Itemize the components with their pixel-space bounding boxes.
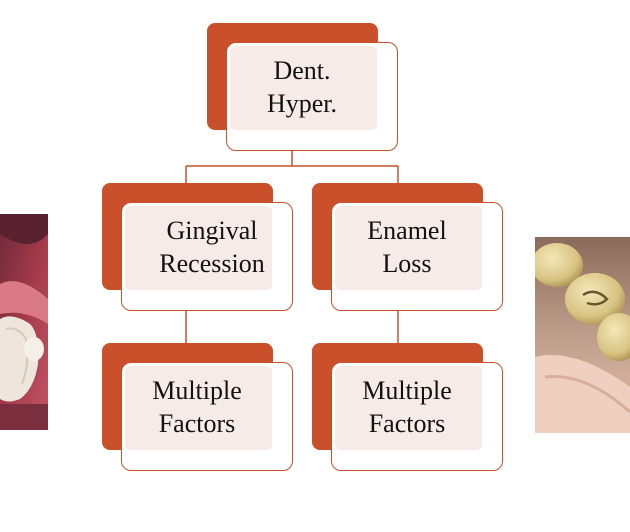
branch-1-line-2: Recession xyxy=(159,248,265,278)
child-1-line-1: Multiple xyxy=(152,375,242,405)
node-label: Multiple Factors xyxy=(122,363,272,450)
branch-2-line-2: Loss xyxy=(382,248,432,278)
root-line-1: Dent. xyxy=(273,55,331,85)
node-card: Gingival Recession xyxy=(121,202,293,311)
node-label: Dent. Hyper. xyxy=(227,43,377,130)
multiple-factors-node-left: Multiple Factors xyxy=(102,343,293,471)
child-2-line-2: Factors xyxy=(368,408,446,438)
multiple-factors-node-right: Multiple Factors xyxy=(312,343,503,471)
card-fill xyxy=(230,46,377,130)
child-1-line-2: Factors xyxy=(158,408,236,438)
node-label: Gingival Recession xyxy=(122,203,302,290)
root-line-2: Hyper. xyxy=(266,88,338,118)
node-card: Multiple Factors xyxy=(331,362,503,471)
card-fill xyxy=(125,206,272,290)
node-card: Multiple Factors xyxy=(121,362,293,471)
branch-1-line-1: Gingival xyxy=(166,215,258,245)
node-label: Enamel Loss xyxy=(332,203,482,290)
node-card: Enamel Loss xyxy=(331,202,503,311)
card-fill xyxy=(335,206,482,290)
enamel-loss-teeth-photo xyxy=(535,237,630,433)
root-node: Dent. Hyper. xyxy=(207,23,398,151)
child-2-line-1: Multiple xyxy=(362,375,452,405)
node-label: Multiple Factors xyxy=(332,363,482,450)
gum-recession-photo xyxy=(0,214,48,430)
card-fill xyxy=(125,366,272,450)
enamel-loss-node: Enamel Loss xyxy=(312,183,503,311)
node-card: Dent. Hyper. xyxy=(226,42,398,151)
gingival-recession-node: Gingival Recession xyxy=(102,183,293,311)
card-fill xyxy=(335,366,482,450)
branch-2-line-1: Enamel xyxy=(367,215,447,245)
